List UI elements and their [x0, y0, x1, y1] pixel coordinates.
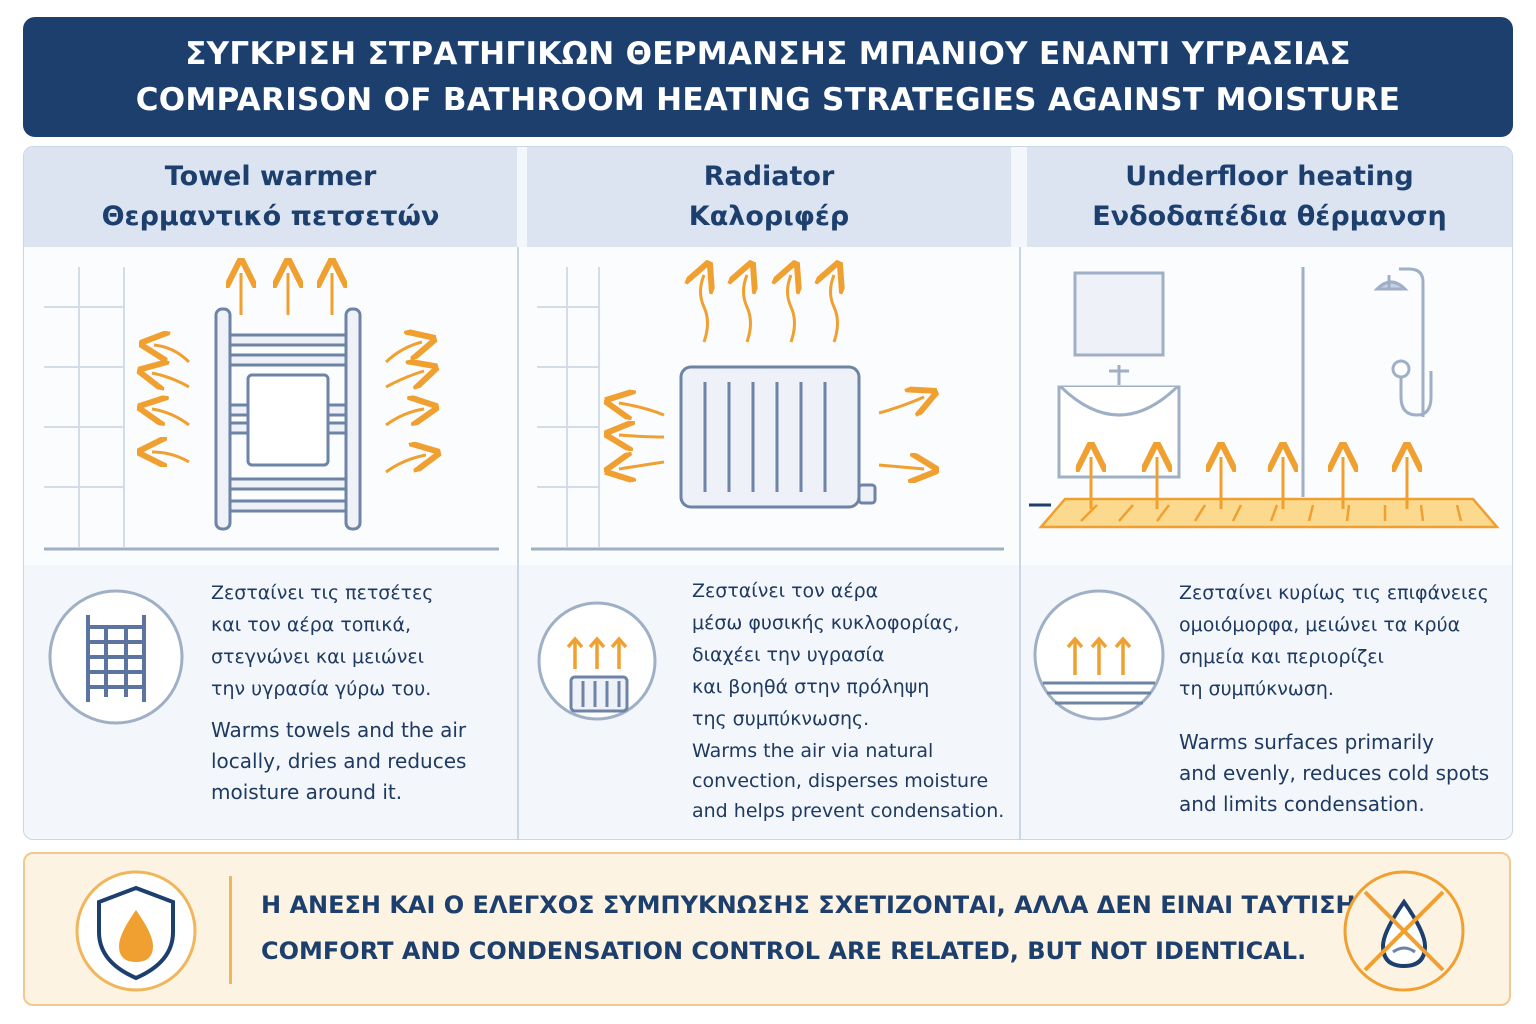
shower-icon	[1301, 267, 1433, 497]
text-line: μέσω φυσικής κυκλοφορίας,	[692, 612, 960, 634]
column-title-greek: Καλοριφέρ	[688, 201, 850, 232]
column-description: Ζεσταίνει τον αέρα μέσω φυσικής κυκλοφορ…	[519, 565, 1019, 839]
towel-rail-icon	[48, 589, 184, 725]
column-title-greek: Ενδοδαπέδια θέρμανση	[1092, 201, 1447, 232]
footer-statement: Η ΑΝΕΣΗ ΚΑΙ Ο ΕΛΕΓΧΟΣ ΣΥΜΠΥΚΝΩΣΗΣ ΣΧΕΤΙΖ…	[261, 882, 1408, 974]
column-title-english: Underfloor heating	[1125, 161, 1414, 192]
shield-droplet-icon	[75, 870, 197, 992]
column-underfloor-heating: Underfloor heating Ενδοδαπέδια θέρμανση	[1021, 147, 1512, 839]
column-divider	[1019, 247, 1021, 839]
text-line: locally, dries and reduces	[211, 749, 467, 773]
heat-arrows	[152, 273, 426, 474]
footer-english: COMFORT AND CONDENSATION CONTROL ARE REL…	[261, 937, 1307, 965]
text-line: Ζεσταίνει κυρίως τις επιφάνειες	[1179, 582, 1489, 604]
description-english: Warms the air via natural convection, di…	[692, 736, 1004, 826]
comparison-panel: Towel warmer Θερμαντικό πετσετών	[23, 146, 1513, 840]
text-line: and evenly, reduces cold spots	[1179, 761, 1490, 785]
heat-arrows	[619, 275, 924, 469]
column-divider	[517, 247, 519, 839]
heated-floor	[1038, 497, 1500, 529]
text-line: και βοηθά στην πρόληψη	[692, 676, 930, 698]
tile-wall	[44, 267, 125, 547]
towel-rail-icon	[214, 307, 362, 531]
text-line: σημεία και περιορίζει	[1179, 646, 1384, 668]
text-line: Ζεσταίνει τις πετσέτες	[211, 582, 434, 604]
column-title-english: Radiator	[703, 161, 835, 192]
title-greek: ΣΥΓΚΡΙΣΗ ΣΤΡΑΤΗΓΙΚΩΝ ΘΕΡΜΑΝΣΗΣ ΜΠΑΝΙΟΥ Ε…	[185, 36, 1351, 72]
text-line: ομοιόμορφα, μειώνει τα κρύα	[1179, 614, 1461, 636]
text-line: and helps prevent condensation.	[692, 800, 1005, 822]
radiator-icon	[679, 365, 877, 509]
column-title-greek: Θερμαντικό πετσετών	[101, 201, 440, 232]
text-line: την υγρασία γύρω του.	[211, 678, 432, 700]
text-line: στεγνώνει και μειώνει	[211, 646, 425, 668]
footer-banner: Η ΑΝΕΣΗ ΚΑΙ Ο ΕΛΕΓΧΟΣ ΣΥΜΠΥΚΝΩΣΗΣ ΣΧΕΤΙΖ…	[23, 852, 1511, 1006]
text-line: διαχέει την υγρασία	[692, 644, 885, 666]
text-line: and limits condensation.	[1179, 792, 1425, 816]
column-description: Ζεσταίνει τις πετσέτες και τον αέρα τοπι…	[24, 565, 517, 839]
tile-wall	[537, 267, 600, 547]
description-english: Warms surfaces primarily and evenly, red…	[1179, 727, 1489, 820]
text-line: και τον αέρα τοπικά,	[211, 614, 412, 636]
text-line: Warms surfaces primarily	[1179, 730, 1434, 754]
towel-warmer-illustration	[24, 247, 517, 565]
mirror	[1073, 271, 1165, 357]
header-banner: ΣΥΓΚΡΙΣΗ ΣΤΡΑΤΗΓΙΚΩΝ ΘΕΡΜΑΝΣΗΣ ΜΠΑΝΙΟΥ Ε…	[23, 17, 1513, 137]
underfloor-illustration	[1021, 247, 1512, 565]
column-header: Towel warmer Θερμαντικό πετσετών	[24, 147, 517, 247]
text-line: Warms towels and the air	[211, 718, 467, 742]
text-line: Ζεσταίνει τον αέρα	[692, 580, 879, 602]
sink-icon	[1057, 365, 1181, 479]
floor-heat-icon	[1033, 589, 1165, 721]
column-description: Ζεσταίνει κυρίως τις επιφάνειες ομοιόμορ…	[1021, 565, 1512, 839]
column-towel-warmer: Towel warmer Θερμαντικό πετσετών	[24, 147, 517, 839]
description-greek: Ζεσταίνει κυρίως τις επιφάνειες ομοιόμορ…	[1179, 577, 1489, 705]
column-title-english: Towel warmer	[164, 161, 377, 192]
description-english: Warms towels and the air locally, dries …	[211, 715, 466, 808]
title-english: COMPARISON OF BATHROOM HEATING STRATEGIE…	[135, 82, 1401, 118]
text-line: convection, disperses moisture	[692, 770, 989, 792]
description-greek: Ζεσταίνει τις πετσέτες και τον αέρα τοπι…	[211, 577, 433, 705]
heat-arrows	[1091, 457, 1407, 509]
radiator-illustration	[519, 247, 1019, 565]
footer-divider	[229, 876, 232, 984]
description-greek: Ζεσταίνει τον αέρα μέσω φυσικής κυκλοφορ…	[692, 575, 959, 735]
column-header: Radiator Καλοριφέρ	[527, 147, 1011, 247]
text-line: Warms the air via natural	[692, 740, 934, 762]
text-line: τη συμπύκνωση.	[1179, 678, 1334, 700]
radiator-icon	[537, 601, 657, 721]
no-condensation-icon	[1343, 870, 1465, 992]
column-radiator: Radiator Καλοριφέρ	[519, 147, 1019, 839]
footer-greek: Η ΑΝΕΣΗ ΚΑΙ Ο ΕΛΕΓΧΟΣ ΣΥΜΠΥΚΝΩΣΗΣ ΣΧΕΤΙΖ…	[261, 891, 1408, 919]
column-header: Underfloor heating Ενδοδαπέδια θέρμανση	[1027, 147, 1512, 247]
text-line: moisture around it.	[211, 780, 403, 804]
text-line: της συμπύκνωσης.	[692, 708, 870, 730]
